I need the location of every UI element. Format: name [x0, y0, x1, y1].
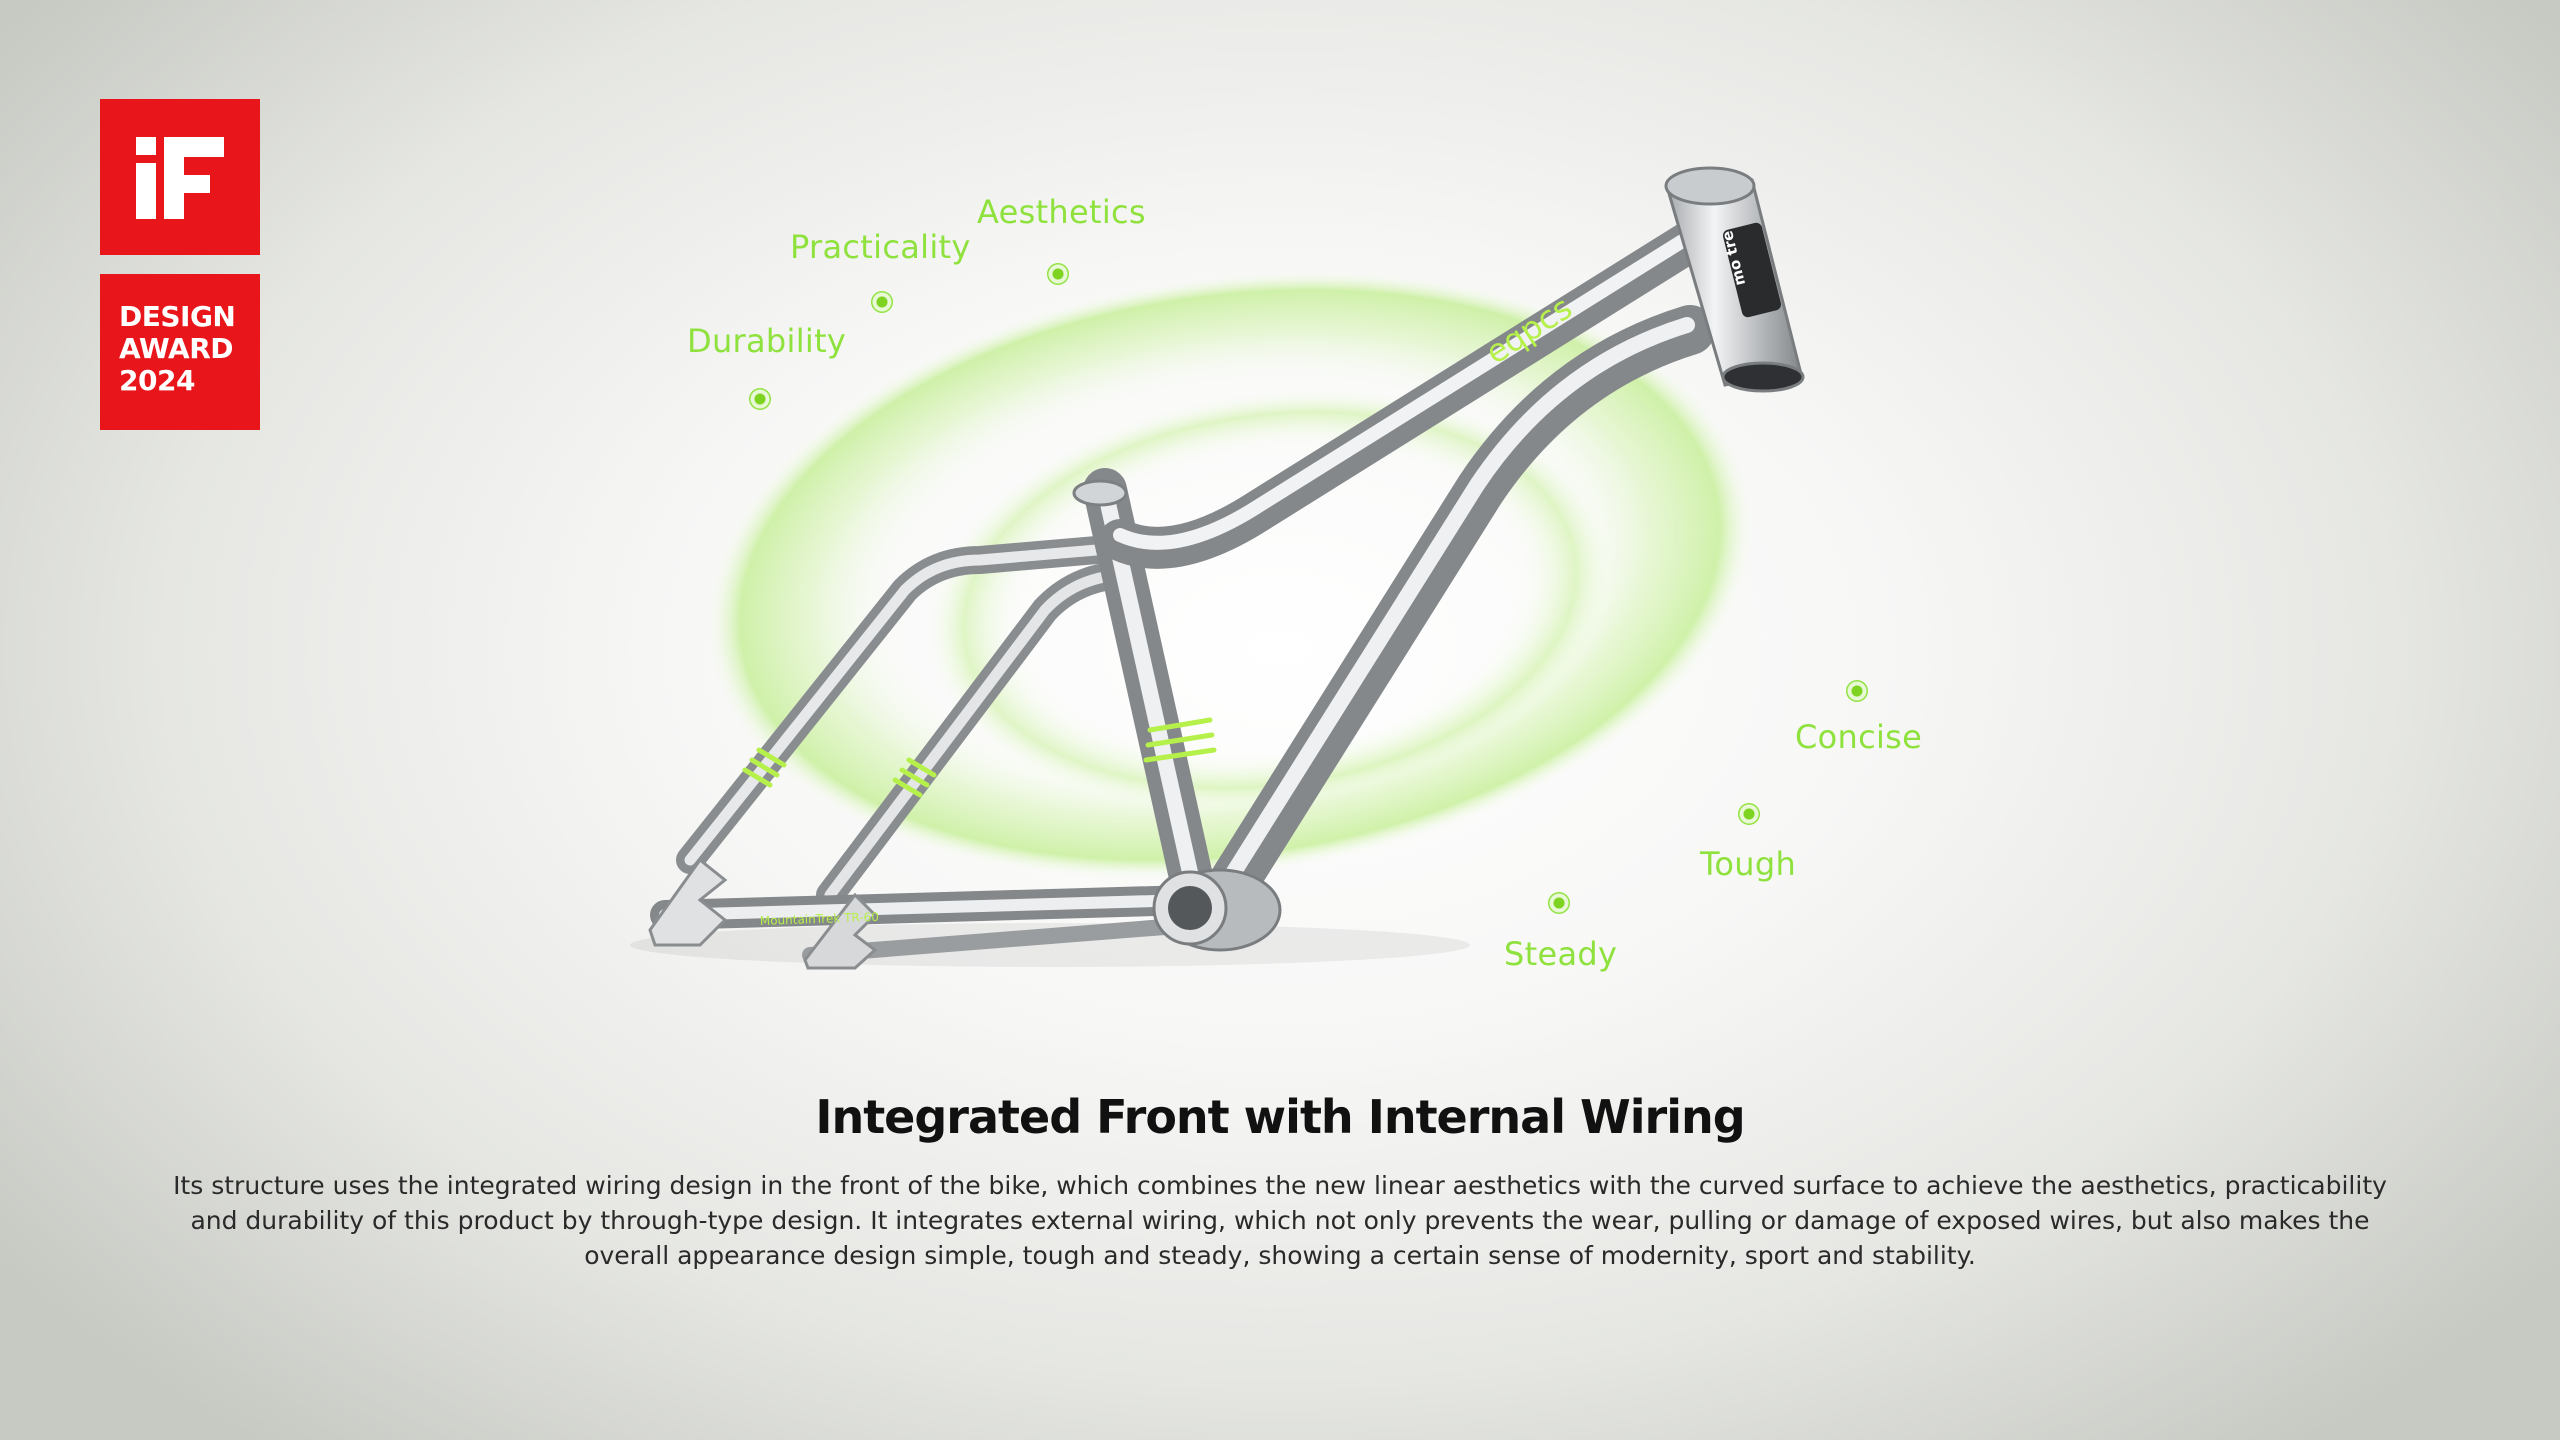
rear-dropouts [648, 857, 878, 970]
frame-tubes [650, 214, 1721, 963]
keyword-practicality: Practicality [790, 228, 971, 266]
steady-dot-icon [1548, 892, 1570, 914]
bottom-bracket [1152, 868, 1282, 952]
durability-dot-icon [749, 388, 771, 410]
practicality-dot-icon [871, 291, 893, 313]
section-description: Its structure uses the integrated wiring… [173, 1171, 2387, 1270]
award-line-year: 2024 [119, 364, 195, 397]
bike-frame-illustration: mo tre eqpcs MountainTrek TR-60 [630, 166, 1805, 970]
award-line-design: DESIGN [119, 300, 236, 333]
concise-dot-icon [1846, 680, 1868, 702]
section-heading: Integrated Front with Internal Wiring [815, 1090, 1745, 1144]
head-tube: mo tre [1664, 166, 1805, 393]
keyword-aesthetics: Aesthetics [977, 193, 1146, 231]
seat-tube-top [1072, 479, 1128, 507]
keyword-tough: Tough [1700, 845, 1797, 883]
tough-dot-icon [1738, 803, 1760, 825]
chainstay-text: MountainTrek TR-60 [760, 910, 879, 928]
aesthetics-dot-icon [1047, 263, 1069, 285]
keyword-steady: Steady [1504, 935, 1618, 973]
if-logo-glyph [136, 137, 224, 219]
if-logo-mark [100, 99, 260, 255]
accent-stripes [742, 717, 1217, 798]
keyword-durability: Durability [687, 322, 847, 360]
design-award-badge: DESIGN AWARD 2024 [100, 274, 260, 430]
award-line-award: AWARD [119, 332, 234, 365]
keyword-concise: Concise [1795, 718, 1923, 756]
